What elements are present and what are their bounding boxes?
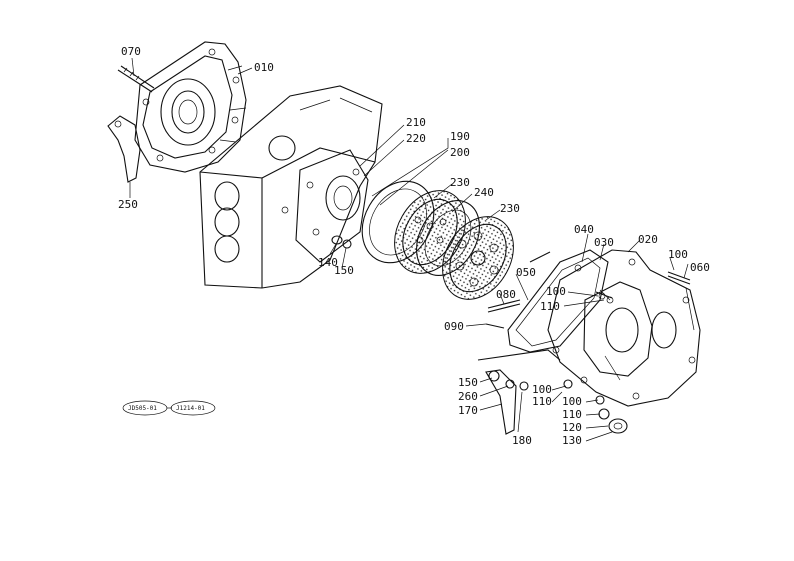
label-230-lower: 230 bbox=[500, 202, 520, 215]
label-030: 030 bbox=[594, 236, 614, 249]
bolts-and-fasteners bbox=[485, 251, 691, 434]
reference-code-1: JD505-01 bbox=[128, 405, 157, 412]
clutch-housing-part-020 bbox=[547, 249, 701, 407]
reference-code-ovals: JD505-01 J1214-01 bbox=[122, 400, 216, 416]
label-090: 090 bbox=[444, 320, 464, 333]
label-040: 040 bbox=[574, 223, 594, 236]
label-120: 120 bbox=[562, 421, 582, 434]
reference-code-2: J1214-01 bbox=[176, 405, 205, 412]
engine-block bbox=[199, 85, 383, 289]
label-100-lower-left: 100 bbox=[532, 383, 552, 396]
label-100-mid: 100 bbox=[546, 285, 566, 298]
label-150-upper: 150 bbox=[334, 264, 354, 277]
label-220: 220 bbox=[406, 132, 426, 145]
label-210: 210 bbox=[406, 116, 426, 129]
stud-bolt-part-070 bbox=[117, 65, 155, 93]
part-number-labels: 070 010 250 210 220 190 200 230 240 230 … bbox=[118, 45, 710, 447]
label-180: 180 bbox=[512, 434, 532, 447]
label-080: 080 bbox=[496, 288, 516, 301]
label-010: 010 bbox=[254, 61, 274, 74]
label-140: 140 bbox=[318, 256, 338, 269]
label-230-upper: 230 bbox=[450, 176, 470, 189]
clutch-disc-part-230b bbox=[442, 216, 514, 300]
label-150-lower: 150 bbox=[458, 376, 478, 389]
label-110-lower-right: 110 bbox=[562, 408, 582, 421]
label-260: 260 bbox=[458, 390, 478, 403]
lever-part-250 bbox=[107, 115, 141, 183]
label-170: 170 bbox=[458, 404, 478, 417]
label-100-lower-right: 100 bbox=[562, 395, 582, 408]
label-070: 070 bbox=[121, 45, 141, 58]
label-200: 200 bbox=[450, 146, 470, 159]
label-060: 060 bbox=[690, 261, 710, 274]
label-240: 240 bbox=[474, 186, 494, 199]
gasket-part-050 bbox=[507, 249, 609, 353]
label-020: 020 bbox=[638, 233, 658, 246]
label-190: 190 bbox=[450, 130, 470, 143]
fork-lever-parts-170-260 bbox=[477, 349, 561, 435]
label-050: 050 bbox=[516, 266, 536, 279]
pin-parts-140-150 bbox=[331, 235, 352, 249]
leader-lines bbox=[129, 57, 689, 442]
label-130: 130 bbox=[562, 434, 582, 447]
label-110-mid: 110 bbox=[540, 300, 560, 313]
front-cover-part-010 bbox=[134, 41, 247, 173]
label-110-lower-left: 110 bbox=[532, 395, 552, 408]
label-250: 250 bbox=[118, 198, 138, 211]
label-100-top: 100 bbox=[668, 248, 688, 261]
